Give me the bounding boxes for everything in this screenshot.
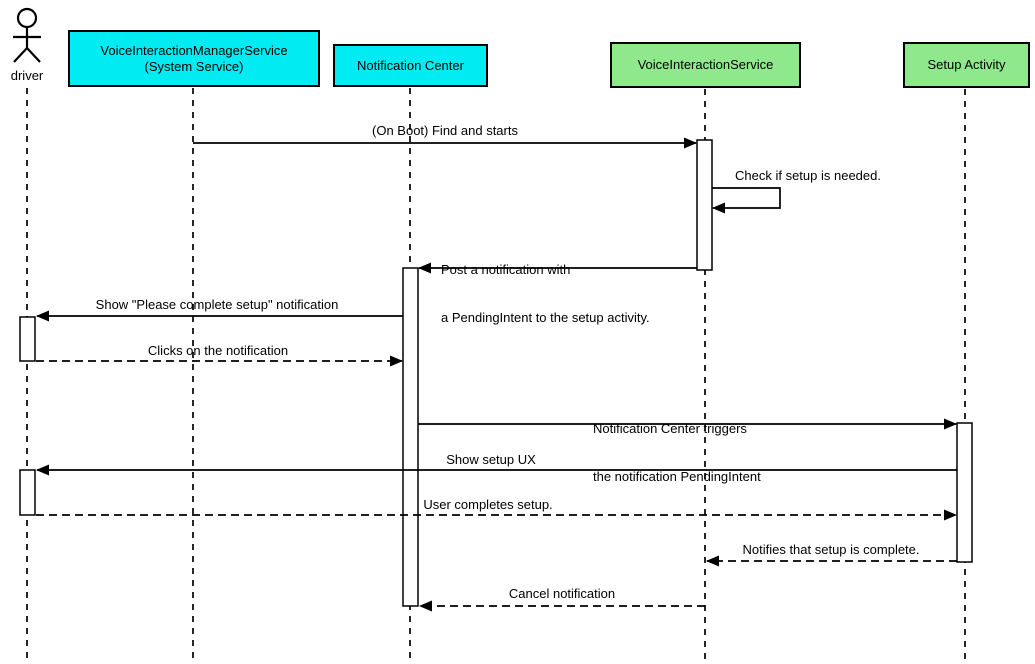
message-label-6-line1: Notification Center triggers — [593, 421, 747, 436]
participant-label-line2: (System Service) — [144, 58, 244, 74]
activation-bar-driver-1 — [19, 316, 36, 362]
participant-box-setup-activity: Setup Activity — [903, 42, 1030, 88]
participant-label-line1: VoiceInteractionService — [637, 57, 774, 72]
message-label-3-line2: a PendingIntent to the setup activity. — [441, 310, 650, 325]
message-label-3: Post a notification with a PendingIntent… — [441, 230, 650, 358]
actor-driver-icon — [13, 7, 41, 63]
actor-driver-label: driver — [10, 68, 44, 83]
message-arrow-2-self — [712, 187, 781, 214]
activation-bar-notification-center — [402, 267, 419, 607]
participant-box-notification-center: Notification Center — [333, 44, 488, 87]
participant-label-line1: Setup Activity — [927, 57, 1006, 72]
activation-bar-driver-2 — [19, 469, 36, 516]
message-label-8: User completes setup. — [423, 497, 553, 512]
participant-box-voice-interaction-service: VoiceInteractionService — [610, 42, 801, 88]
message-label-1: (On Boot) Find and starts — [372, 123, 518, 138]
activation-bar-setup-activity — [956, 422, 973, 563]
message-label-5: Clicks on the notification — [147, 343, 289, 358]
participant-box-voice-interaction-manager-service: VoiceInteractionManagerService (System S… — [68, 30, 320, 87]
participant-label-line1: VoiceInteractionManagerService — [100, 42, 288, 58]
message-label-4: Show "Please complete setup" notificatio… — [95, 297, 339, 312]
message-label-2: Check if setup is needed. — [735, 168, 881, 183]
message-label-3-line1: Post a notification with — [441, 262, 571, 277]
message-label-10: Cancel notification — [508, 586, 616, 601]
message-label-9: Notifies that setup is complete. — [742, 542, 920, 557]
message-label-7: Show setup UX — [446, 452, 536, 467]
message-label-6-line2: the notification PendingIntent — [593, 469, 761, 484]
activation-bar-voice-interaction-service — [696, 139, 713, 271]
participant-label-line1: Notification Center — [357, 57, 464, 73]
message-label-6: Notification Center triggers the notific… — [593, 389, 761, 517]
